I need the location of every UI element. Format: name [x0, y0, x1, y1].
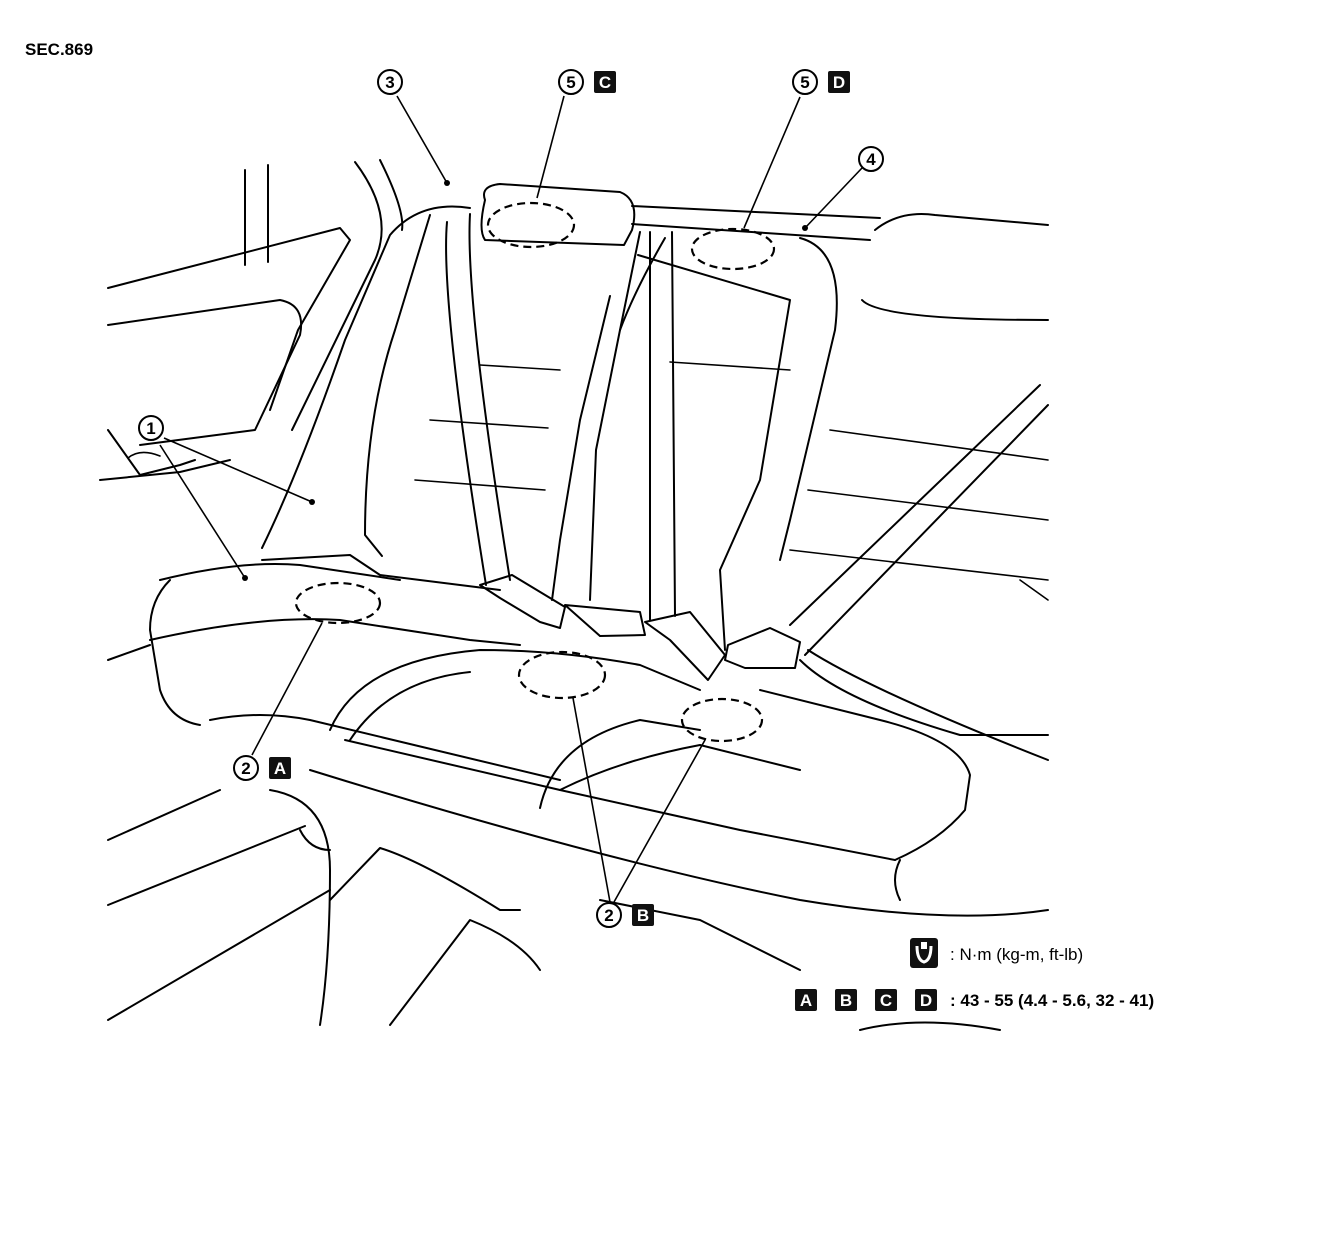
- callout-letter: C: [599, 73, 611, 92]
- bolt-location-d: [690, 227, 776, 271]
- callout-number: 5: [566, 73, 575, 92]
- callout-number: 5: [800, 73, 809, 92]
- callout-5-d: 5 D: [792, 69, 850, 95]
- callout-5-c: 5 C: [558, 69, 616, 95]
- bolt-location-b-left: [517, 650, 607, 700]
- legend-key-d: D: [920, 991, 932, 1010]
- callout-number: 1: [146, 419, 155, 438]
- bolt-location-b-right: [680, 697, 764, 743]
- callout-2-a: 2 A: [233, 755, 291, 781]
- leader-lines: [159, 95, 863, 903]
- callout-3: 3: [377, 69, 403, 95]
- legend-key-b: B: [840, 991, 852, 1010]
- legend-key-a: A: [800, 991, 812, 1010]
- bolt-location-a: [294, 581, 382, 625]
- callout-number: 2: [604, 906, 613, 925]
- callout-letter: A: [274, 759, 286, 778]
- torque-unit-label: : N·m (kg-m, ft-lb): [950, 945, 1083, 964]
- callout-2-b: 2 B: [596, 902, 654, 928]
- bolt-location-c: [486, 201, 576, 249]
- torque-value-label: : 43 - 55 (4.4 - 5.6, 32 - 41): [950, 991, 1154, 1010]
- torque-wrench-icon: [910, 938, 938, 968]
- callout-1: 1: [138, 415, 164, 441]
- callout-4: 4: [858, 146, 884, 172]
- callout-number: 3: [385, 73, 394, 92]
- legend-key-c: C: [880, 991, 892, 1010]
- callout-letter: D: [833, 73, 845, 92]
- section-label: SEC.869: [25, 40, 94, 59]
- callout-number: 4: [866, 150, 876, 169]
- callout-number: 2: [241, 759, 250, 778]
- callout-letter: B: [637, 906, 649, 925]
- seat-drawing: [99, 159, 1049, 1031]
- torque-legend: : N·m (kg-m, ft-lb) A B C D : 43 - 55 (4…: [795, 938, 1154, 1011]
